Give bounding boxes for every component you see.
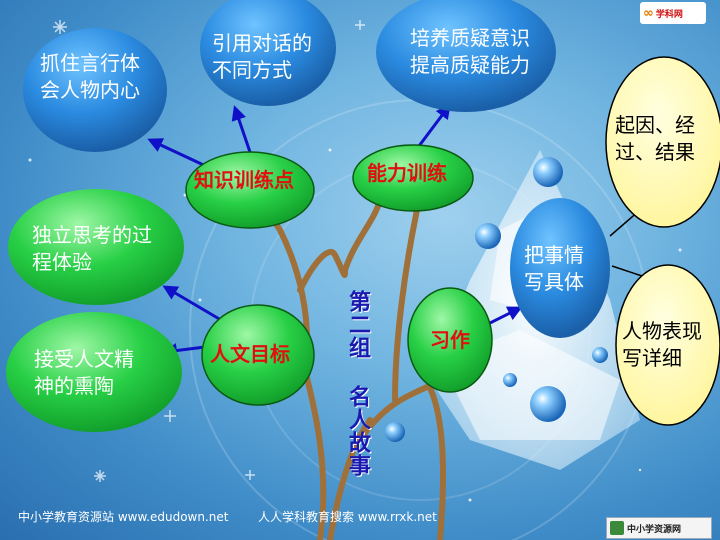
node-dialogue-ways: 引用对话的 不同方式 xyxy=(212,31,312,82)
logo-square-icon xyxy=(610,521,624,535)
node-grasp-speech-shape xyxy=(23,28,167,152)
bottom-right-logo: 中小学资源网 xyxy=(606,517,712,539)
node-independent-shape xyxy=(8,189,184,305)
node-character-detail: 人物表现 写详细 xyxy=(622,319,702,370)
footer-middle-text: 人人学科教育搜索 www.rrxk.net xyxy=(258,510,437,524)
node-humanistic-influence-shape xyxy=(6,312,182,432)
node-questioning-shape xyxy=(376,0,556,112)
node-character-shape xyxy=(615,264,720,426)
node-ability-shape xyxy=(352,144,474,212)
node-humanistic-goal-shape xyxy=(201,304,315,406)
node-cause-shape xyxy=(605,56,720,228)
node-composition: 习作 xyxy=(430,328,470,352)
top-right-logo: ∞ 学科网 xyxy=(640,2,706,24)
footer-left-text: 中小学教育资源站 www.edudown.net xyxy=(18,510,229,524)
node-independent-thinking: 独立思考的过 程体验 xyxy=(32,223,152,274)
node-composition-shape xyxy=(407,287,493,393)
node-knowledge-shape xyxy=(185,151,315,229)
logo-mark-icon: ∞ xyxy=(643,5,654,21)
top-right-logo-text: 学科网 xyxy=(655,9,683,20)
node-grasp-speech: 抓住言行体 会人物内心 xyxy=(40,51,140,102)
node-humanistic-influence: 接受人文精 神的熏陶 xyxy=(34,347,134,398)
node-write-concretely: 把事情 写具体 xyxy=(524,243,584,294)
node-ability-training: 能力训练 xyxy=(367,161,447,185)
node-knowledge-points: 知识训练点 xyxy=(194,168,294,192)
unit-title-vertical: 第二组 名人故事 xyxy=(345,290,370,477)
bottom-right-logo-text: 中小学资源网 xyxy=(627,524,682,535)
node-dialogue-ways-shape xyxy=(200,0,336,106)
node-cause-course-result: 起因、经 过、结果 xyxy=(615,113,695,164)
node-questioning: 培养质疑意识 提高质疑能力 xyxy=(410,26,530,77)
node-humanistic-goal: 人文目标 xyxy=(210,342,290,366)
node-write-concrete-shape xyxy=(510,198,610,338)
